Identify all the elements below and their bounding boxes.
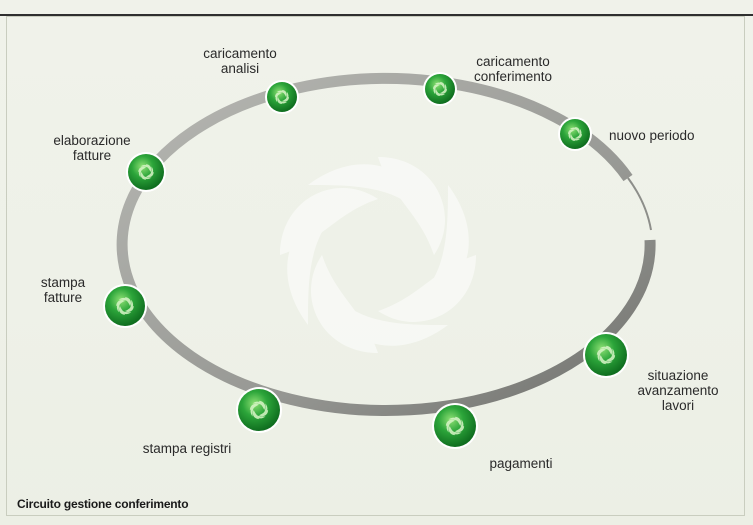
node-elaborazione-fatture: [126, 152, 166, 192]
node-nuovo-periodo: [558, 117, 592, 151]
cycle-ring-tail: [627, 177, 652, 231]
node-stampa-registri: [236, 387, 282, 433]
top-rule: [0, 14, 753, 16]
node-stampa-fatture: [103, 284, 147, 328]
label-stampa-registri: stampa registri: [142, 441, 232, 456]
figure-border: [6, 16, 745, 516]
label-caricamento-analisi: caricamento analisi: [203, 46, 277, 76]
background-swirl-watermark: [280, 157, 476, 353]
label-nuovo-periodo: nuovo periodo: [609, 128, 695, 143]
node-caricamento-conferimento: [423, 72, 457, 106]
label-elaborazione-fatture: elaborazione fatture: [53, 133, 131, 163]
label-situazione-avanzamento-lavori: situazione avanzamento lavori: [637, 368, 719, 413]
node-caricamento-analisi: [265, 80, 299, 114]
label-stampa-fatture: stampa fatture: [40, 275, 86, 305]
figure-caption: Circuito gestione conferimento: [17, 497, 189, 511]
node-pagamenti: [432, 403, 478, 449]
label-caricamento-conferimento: caricamento conferimento: [473, 54, 553, 84]
label-pagamenti: pagamenti: [489, 456, 553, 471]
node-situazione-avanzamento-lavori: [583, 332, 629, 378]
